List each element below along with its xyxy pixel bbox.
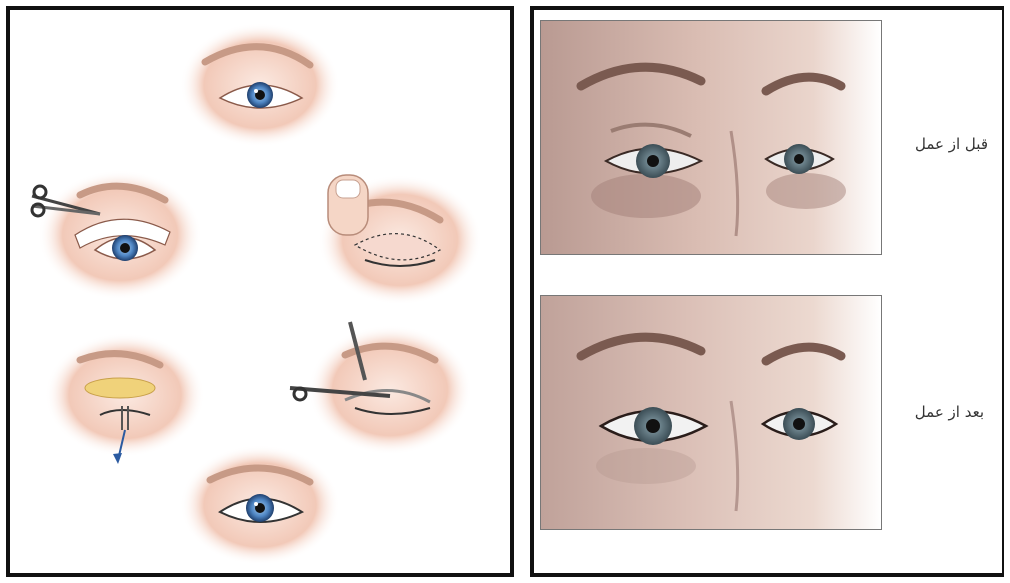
step-fat-removal bbox=[45, 333, 205, 464]
step-preop-eye bbox=[180, 23, 340, 147]
before-after-panel: قبل از عمل بعد از عمل bbox=[530, 6, 1004, 577]
procedure-illustration-panel bbox=[6, 6, 514, 577]
after-surgery-photo bbox=[540, 295, 882, 530]
after-caption: بعد از عمل bbox=[915, 403, 984, 421]
step-incision bbox=[32, 170, 202, 300]
step-marking bbox=[318, 175, 482, 305]
before-caption: قبل از عمل bbox=[915, 135, 988, 153]
before-surgery-photo bbox=[540, 20, 882, 255]
step-result-eye bbox=[180, 445, 340, 565]
finger-icon bbox=[328, 175, 368, 235]
step-suturing bbox=[290, 322, 472, 455]
procedure-steps-illustration bbox=[10, 10, 510, 573]
